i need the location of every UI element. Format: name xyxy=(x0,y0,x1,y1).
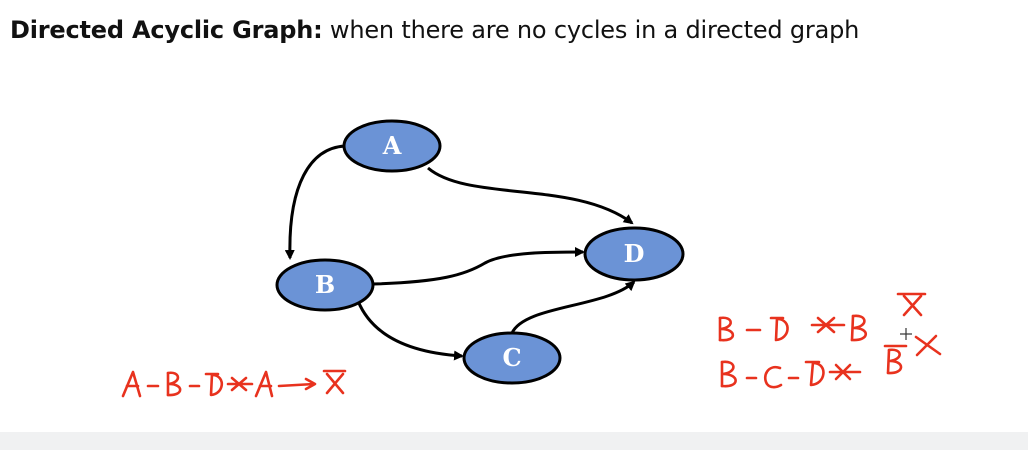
heading-definition: when there are no cycles in a directed g… xyxy=(322,16,860,44)
edge-b-to-c xyxy=(356,300,464,361)
node-c: C xyxy=(462,331,562,385)
node-d: D xyxy=(583,226,685,282)
handwritten-annotation-right-line-2 xyxy=(720,334,942,389)
crosshair-cursor-icon xyxy=(900,328,912,340)
handwritten-annotation-right-line-1 xyxy=(718,292,927,342)
edge-c-to-d xyxy=(510,280,636,334)
slide: Directed Acyclic Graph: when there are n… xyxy=(0,0,1028,432)
node-b: B xyxy=(275,258,375,312)
edge-a-to-d xyxy=(427,166,634,225)
edge-a-to-b xyxy=(284,144,346,260)
node-a: A xyxy=(342,119,442,173)
node-a-label: A xyxy=(382,131,402,160)
heading-term: Directed Acyclic Graph: xyxy=(10,16,323,44)
dag-diagram: A B C D xyxy=(121,119,942,398)
slide-heading: Directed Acyclic Graph: when there are n… xyxy=(10,16,859,44)
node-c-label: C xyxy=(502,343,521,372)
node-b-label: B xyxy=(315,270,335,299)
handwritten-annotation-left xyxy=(121,369,347,398)
edge-b-to-d xyxy=(372,247,585,286)
node-d-label: D xyxy=(624,239,645,268)
